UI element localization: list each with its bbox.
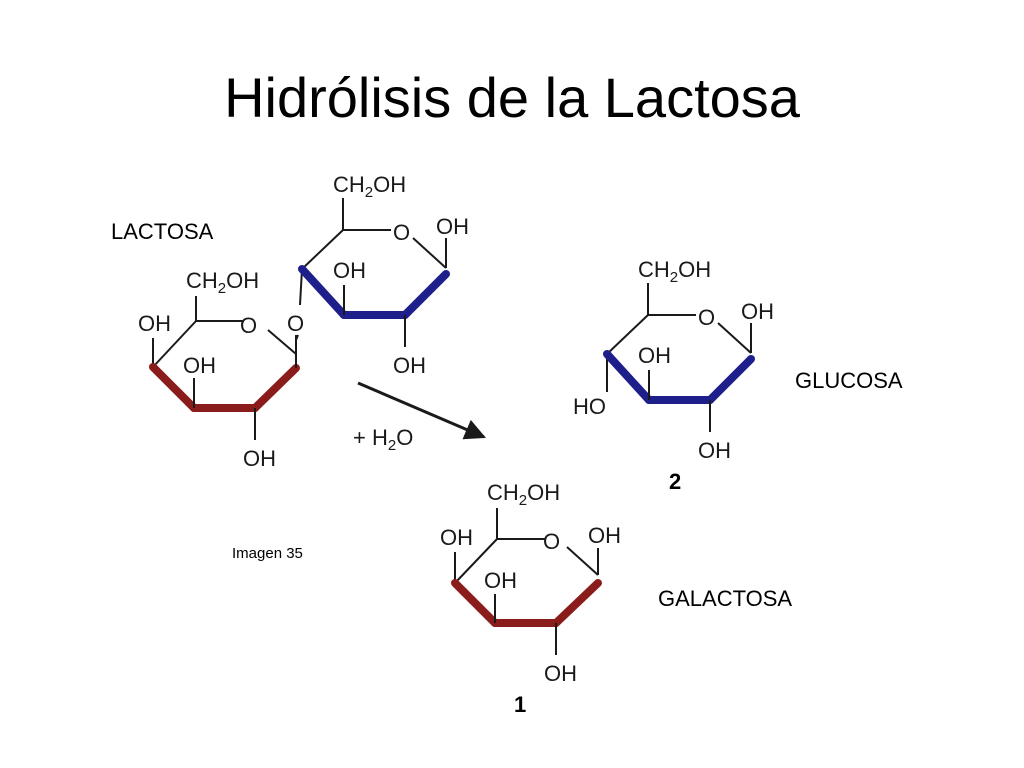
galactose-product: CH2OH O OH OH OH OH 1	[440, 480, 621, 717]
bond	[412, 237, 447, 269]
compound-number: 2	[669, 469, 681, 494]
bond	[401, 270, 450, 319]
lactose-glucose-unit: CH2OH O OH OH OH	[298, 172, 469, 378]
ring-oxygen: O	[240, 313, 257, 338]
ring-oxygen: O	[698, 305, 715, 330]
oh-group: OH	[698, 438, 731, 463]
oh-group: OH	[183, 353, 216, 378]
bond	[454, 538, 498, 584]
ch2oh-group: CH2OH	[487, 480, 560, 509]
bond	[251, 364, 300, 412]
water-reagent: + H2O	[353, 425, 413, 454]
bond	[451, 579, 499, 627]
bond	[606, 314, 649, 355]
slide-title: Hidrólisis de la Lactosa	[224, 66, 800, 129]
oh-group: OH	[741, 299, 774, 324]
bond	[301, 229, 344, 270]
ho-group: HO	[573, 394, 606, 419]
bond	[295, 334, 299, 341]
bond	[566, 546, 599, 576]
image-caption: Imagen 35	[232, 545, 303, 562]
ch2oh-group: CH2OH	[638, 257, 711, 286]
oh-group: OH	[484, 568, 517, 593]
oh-group: OH	[393, 353, 426, 378]
lactose-galactose-unit: CH2OH O OH OH OH	[138, 268, 300, 471]
ch2oh-group: CH2OH	[186, 268, 259, 297]
ch2oh-group: CH2OH	[333, 172, 406, 201]
lactose-label: LACTOSA	[111, 219, 214, 244]
galactose-label: GALACTOSA	[658, 586, 793, 611]
bond	[706, 355, 755, 404]
oh-group: OH	[436, 214, 469, 239]
oh-group: OH	[638, 343, 671, 368]
bond	[552, 579, 602, 627]
bond	[299, 268, 303, 306]
glucose-product: CH2OH O OH OH HO OH 2	[573, 257, 774, 494]
bond	[603, 350, 653, 404]
oh-group: OH	[138, 311, 171, 336]
compound-number: 1	[514, 692, 526, 717]
ring-oxygen: O	[543, 529, 560, 554]
oh-group: OH	[243, 446, 276, 471]
oh-group: OH	[440, 525, 473, 550]
glucose-label: GLUCOSA	[795, 368, 903, 393]
reaction-arrow	[357, 381, 486, 440]
bond	[152, 320, 197, 368]
bond	[149, 363, 198, 412]
bond	[298, 265, 348, 319]
oh-group: OH	[588, 523, 621, 548]
bond	[267, 329, 297, 355]
bond	[717, 322, 752, 354]
oh-group: OH	[333, 258, 366, 283]
ring-oxygen: O	[393, 220, 410, 245]
glycosidic-oxygen: O	[287, 311, 304, 336]
oh-group: OH	[544, 661, 577, 686]
